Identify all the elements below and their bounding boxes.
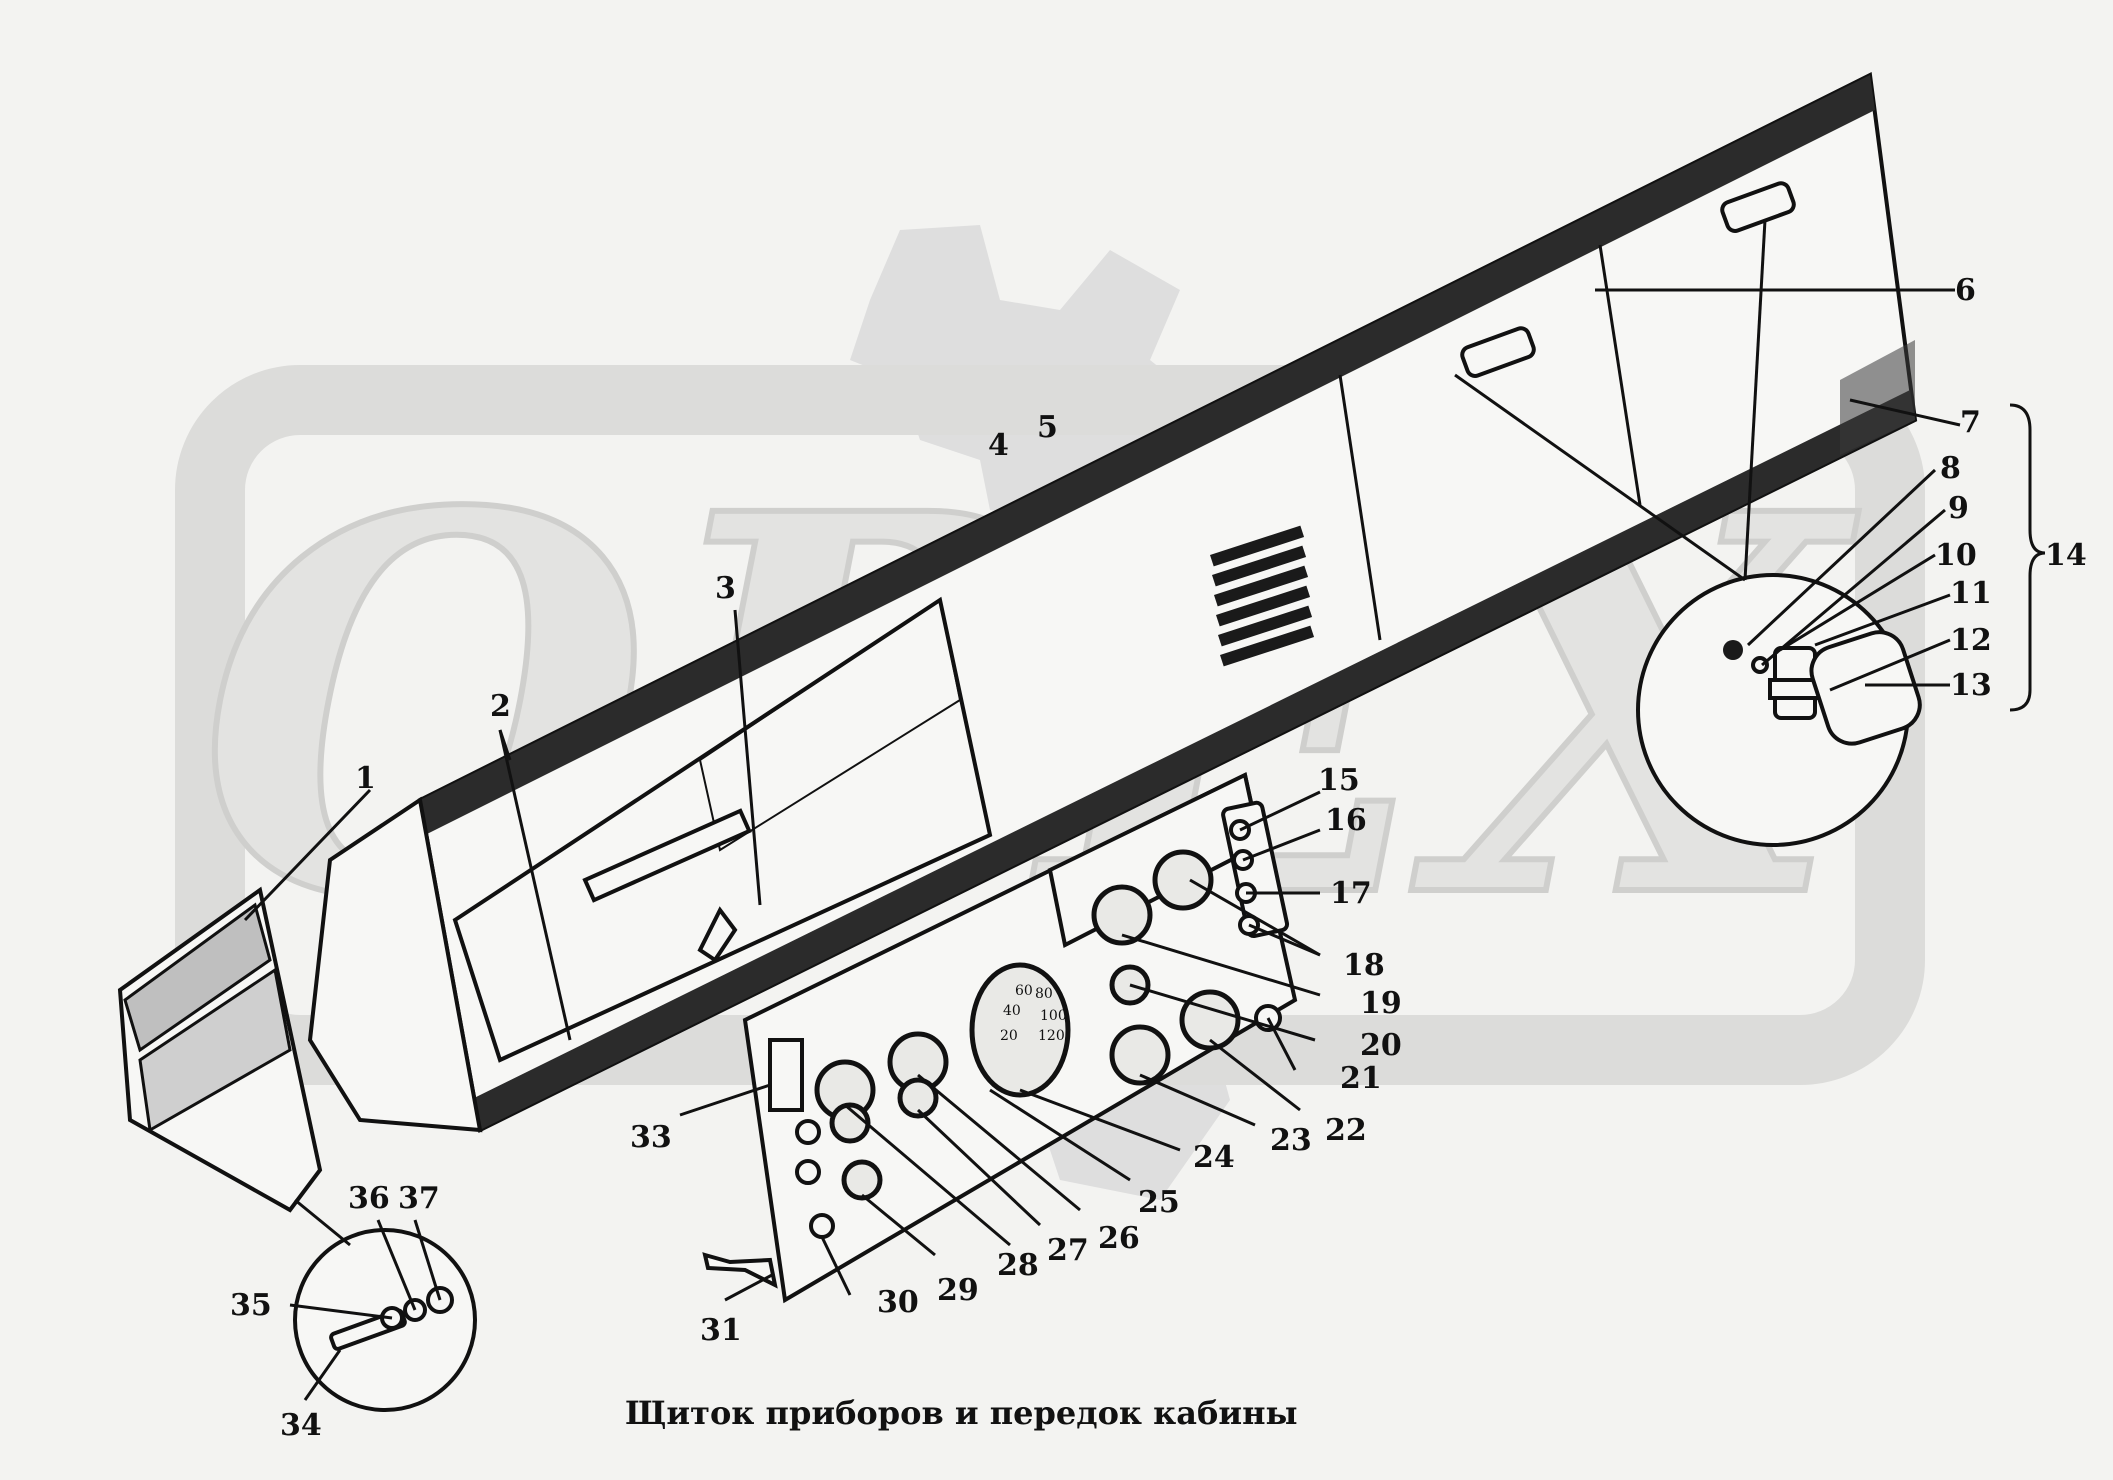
glovebox-inner (698, 598, 962, 852)
callout-18: 18 (1343, 948, 1385, 983)
instrument-panel: 20 40 60 80 100 120 (702, 772, 1298, 1304)
speedo-tick-20: 20 (1000, 1028, 1018, 1044)
callout-10: 10 (1935, 538, 1977, 573)
callout-29: 29 (937, 1273, 979, 1308)
speedometer (969, 962, 1071, 1098)
callout-33: 33 (630, 1120, 672, 1155)
brace-14 (2009, 403, 2046, 712)
callout-31: 31 (700, 1313, 742, 1348)
side-cover (117, 886, 323, 1213)
panel-divider-2 (1598, 244, 1642, 506)
leader-detail-1 (1454, 373, 1746, 582)
leader-detail-bolt (294, 1198, 351, 1247)
warning-lamp-29 (841, 1159, 883, 1201)
speedo-tick-80: 80 (1035, 986, 1053, 1002)
callout-36: 36 (348, 1181, 390, 1216)
leader-lines (243, 288, 2046, 1401)
callout-11: 11 (1950, 576, 1992, 611)
knob-30a (795, 1119, 821, 1145)
callout-8: 8 (1940, 451, 1961, 486)
speedo-tick-100: 100 (1040, 1008, 1067, 1024)
callout-12: 12 (1950, 623, 1992, 658)
front-panel-top-rail (420, 75, 1875, 835)
detail-circle-latch (1454, 219, 1922, 847)
callout-20: 20 (1360, 1028, 1402, 1063)
knob-30 (809, 1213, 835, 1239)
callout-13: 13 (1950, 668, 1992, 703)
callout-27: 27 (1047, 1233, 1089, 1268)
speedo-tick-120: 120 (1038, 1028, 1065, 1044)
callout-16: 16 (1325, 803, 1367, 838)
callout-15: 15 (1318, 763, 1360, 798)
callout-2: 2 (490, 689, 511, 724)
callout-24: 24 (1193, 1140, 1235, 1175)
panel-handle-1 (1460, 326, 1536, 378)
gauge-19 (1152, 849, 1214, 911)
side-cover-slot-1 (123, 902, 272, 1053)
panel-handle-2 (1720, 181, 1796, 233)
cabin-front-panel (307, 71, 1918, 1133)
callout-3: 3 (715, 571, 736, 606)
detail-part-13 (1809, 630, 1922, 746)
leader-detail-2 (1743, 219, 1767, 581)
knob-30b (795, 1159, 821, 1185)
callout-26: 26 (1098, 1221, 1140, 1256)
detail-part-8 (1723, 640, 1743, 660)
callout-4: 4 (988, 428, 1009, 463)
side-cover-slot-2 (138, 967, 292, 1133)
front-panel-shading (1840, 340, 1915, 455)
speedo-tick-40: 40 (1003, 1003, 1021, 1019)
callout-30: 30 (877, 1285, 919, 1320)
vent-grille (1209, 525, 1315, 667)
callout-17: 17 (1330, 876, 1372, 911)
switch-block-33 (768, 1038, 804, 1112)
callout-34: 34 (280, 1408, 322, 1443)
callout-35: 35 (230, 1288, 272, 1323)
callout-22: 22 (1325, 1113, 1367, 1148)
detail-part-9 (1751, 656, 1769, 674)
callout-23: 23 (1270, 1123, 1312, 1158)
callout-labels: 1 2 3 4 5 6 7 8 9 10 11 12 13 14 15 16 1… (230, 273, 2087, 1443)
panel-divider-1 (1338, 374, 1382, 641)
callout-7: 7 (1960, 405, 1981, 440)
callout-1: 1 (355, 761, 376, 796)
speedo-tick-60: 60 (1015, 983, 1033, 999)
callout-6: 6 (1955, 273, 1976, 308)
diagram-caption: Щиток приборов и передок кабины (625, 1394, 1298, 1432)
glovebox-hinge (582, 808, 752, 903)
front-panel-side (307, 796, 483, 1133)
glovebox-latch (697, 906, 738, 963)
callout-9: 9 (1948, 491, 1969, 526)
detail-circle-bolt (293, 1198, 477, 1412)
callout-19: 19 (1360, 986, 1402, 1021)
bracket-31 (702, 1252, 778, 1289)
gauge-18b (1091, 884, 1153, 946)
front-panel-bottom-rail (470, 390, 1915, 1130)
callout-14: 14 (2045, 538, 2087, 573)
warning-lamp-27 (897, 1077, 939, 1119)
callout-28: 28 (997, 1248, 1039, 1283)
callout-5: 5 (1037, 410, 1058, 445)
gauge-23 (1109, 1024, 1171, 1086)
callout-21: 21 (1340, 1061, 1382, 1096)
gauge-22 (1179, 989, 1241, 1051)
callout-37: 37 (398, 1181, 440, 1216)
callout-25: 25 (1138, 1185, 1180, 1220)
